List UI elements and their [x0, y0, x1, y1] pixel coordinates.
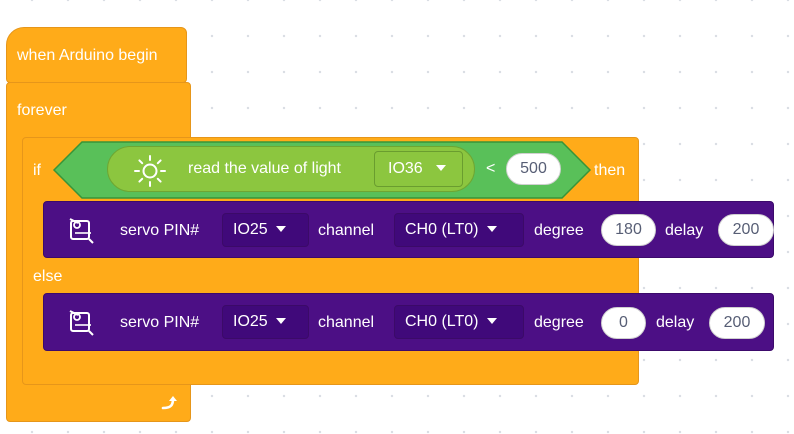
delay-label: delay	[665, 222, 704, 239]
servo-pin-value: IO25	[233, 221, 268, 238]
less-than-symbol: <	[486, 160, 496, 177]
when-arduino-begin-block[interactable]: when Arduino begin	[6, 27, 187, 83]
channel-value: CH0 (LT0)	[405, 221, 479, 238]
servo-block-1[interactable]: servo PIN# IO25 channel CH0 (LT0) degree…	[43, 201, 774, 258]
light-pin-dropdown[interactable]: IO36	[374, 151, 463, 187]
dropdown-arrow-icon	[275, 225, 286, 232]
servo-label: servo PIN#	[120, 314, 200, 331]
degree-label: degree	[534, 314, 584, 331]
sun-icon	[134, 155, 166, 187]
servo-pin-dropdown[interactable]: IO25	[222, 213, 309, 247]
servo-block-2[interactable]: servo PIN# IO25 channel CH0 (LT0) degree…	[43, 293, 774, 351]
if-label: if	[33, 162, 41, 179]
threshold-input[interactable]: 500	[506, 153, 561, 185]
dropdown-arrow-icon	[275, 317, 286, 324]
then-label: then	[594, 162, 626, 179]
loop-arrow-icon	[161, 396, 177, 410]
degree-input[interactable]: 180	[601, 214, 656, 246]
servo-pin-value: IO25	[233, 313, 268, 330]
dropdown-arrow-icon	[486, 317, 497, 324]
channel-value: CH0 (LT0)	[405, 313, 479, 330]
delay-input[interactable]: 200	[718, 214, 774, 246]
channel-label: channel	[318, 314, 375, 331]
servo-icon	[69, 310, 94, 336]
dropdown-arrow-icon	[486, 225, 497, 232]
delay-label: delay	[656, 314, 695, 331]
else-label: else	[33, 268, 63, 285]
forever-label: forever	[17, 102, 67, 119]
channel-label: channel	[318, 222, 375, 239]
degree-label: degree	[534, 222, 584, 239]
servo-label: servo PIN#	[120, 222, 200, 239]
channel-dropdown[interactable]: CH0 (LT0)	[394, 213, 524, 247]
servo-icon	[69, 218, 94, 244]
delay-input[interactable]: 200	[709, 307, 765, 339]
light-pin-value: IO36	[388, 160, 423, 177]
dropdown-arrow-icon	[436, 164, 447, 171]
read-light-label: read the value of light	[188, 160, 341, 177]
servo-pin-dropdown[interactable]: IO25	[222, 305, 309, 339]
degree-input[interactable]: 0	[601, 307, 646, 339]
channel-dropdown[interactable]: CH0 (LT0)	[394, 305, 524, 339]
hat-label: when Arduino begin	[17, 47, 158, 64]
